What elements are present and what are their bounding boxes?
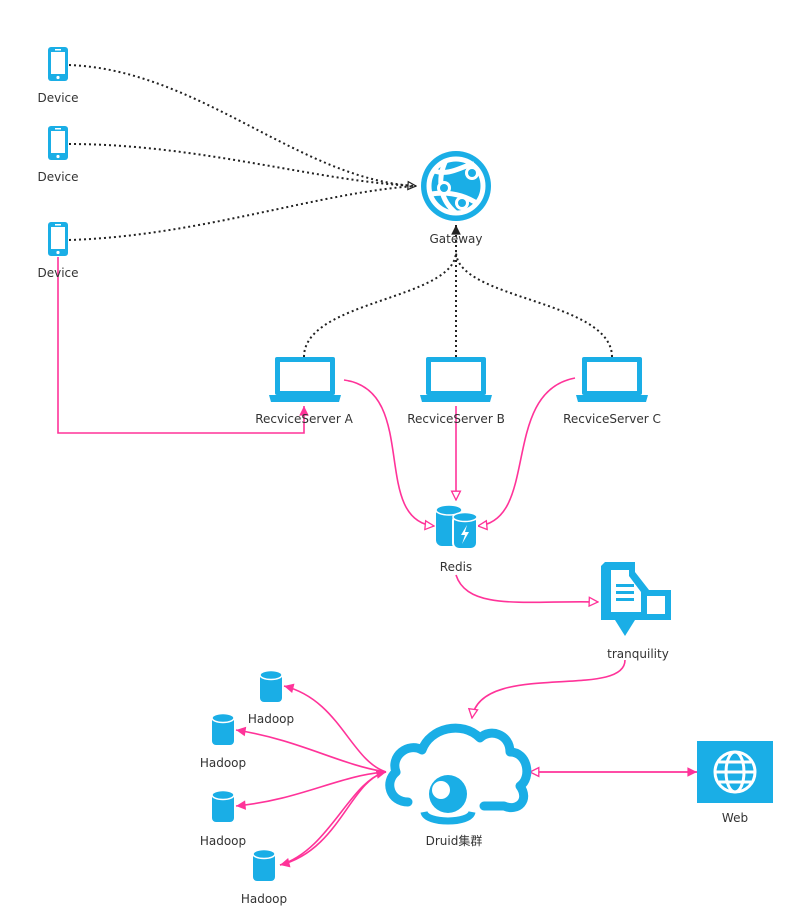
storage-cylinder-icon [259, 669, 283, 702]
connector-druid-hadoop4 [279, 771, 387, 868]
connector-device3-server-a [57, 257, 309, 434]
connector-redis-tranquility [455, 574, 598, 602]
redis-node[interactable] [435, 504, 478, 550]
device-node-2[interactable] [48, 126, 68, 160]
laptop-icon [269, 357, 341, 402]
hadoop-node-3[interactable] [211, 789, 235, 823]
web-node[interactable] [697, 741, 773, 803]
laptop-icon [576, 357, 648, 402]
connector-server-a-redis [343, 379, 434, 526]
web-label: Web [722, 811, 748, 825]
cache-database-icon [435, 504, 478, 550]
smartphone-icon [48, 222, 68, 256]
connector-server-c-redis [478, 377, 576, 526]
hadoop-label-1: Hadoop [248, 712, 294, 726]
document-stream-icon [601, 562, 671, 636]
web-globe-icon [697, 741, 773, 803]
hadoop-node-2[interactable] [211, 712, 235, 746]
gateway-node[interactable] [421, 151, 491, 221]
hadoop-node-1[interactable] [259, 669, 283, 703]
redis-label: Redis [440, 560, 472, 574]
connector-server-c-gateway [455, 251, 613, 358]
connector-device1-gateway [68, 64, 416, 186]
gateway-connectors [68, 64, 613, 358]
server-a-node[interactable] [269, 357, 341, 402]
tranquility-node[interactable] [601, 562, 671, 636]
device-label-2: Device [37, 170, 78, 184]
connector-hadoop-druid-return [279, 769, 387, 866]
device-node-3[interactable] [48, 222, 68, 256]
device-node-1[interactable] [48, 47, 68, 81]
storage-cylinder-icon [211, 712, 235, 745]
server-c-label: RecviceServer C [563, 412, 661, 426]
server-b-label: RecviceServer B [407, 412, 505, 426]
device-label-1: Device [37, 91, 78, 105]
hadoop-node-4[interactable] [252, 848, 276, 882]
druid-label: Druid集群 [426, 833, 483, 848]
smartphone-icon [48, 126, 68, 160]
server-a-label: RecviceServer A [255, 412, 353, 426]
connector-druid-hadoop1 [283, 683, 387, 773]
connector-device2-gateway [68, 143, 417, 187]
server-b-node[interactable] [420, 357, 492, 402]
connector-tranquility-druid [472, 659, 626, 718]
connector-device3-gateway [68, 185, 417, 241]
hadoop-label-4: Hadoop [241, 892, 287, 906]
druid-node[interactable] [385, 723, 532, 825]
storage-cylinder-icon [211, 789, 235, 822]
hadoop-label-2: Hadoop [200, 756, 246, 770]
hadoop-label-3: Hadoop [200, 834, 246, 848]
server-c-node[interactable] [576, 357, 648, 402]
smartphone-icon [48, 47, 68, 81]
cloud-icon [385, 723, 532, 825]
device-label-3: Device [37, 266, 78, 280]
connector-druid-hadoop3 [235, 771, 387, 810]
connector-druid-hadoop2 [235, 726, 387, 773]
gateway-label: Gateway [429, 232, 482, 246]
globe-network-icon [421, 151, 491, 221]
storage-cylinder-icon [252, 848, 276, 881]
connector-server-a-gateway [303, 251, 457, 358]
data-flow-connectors [57, 257, 697, 868]
laptop-icon [420, 357, 492, 402]
tranquility-label: tranquility [607, 647, 669, 661]
